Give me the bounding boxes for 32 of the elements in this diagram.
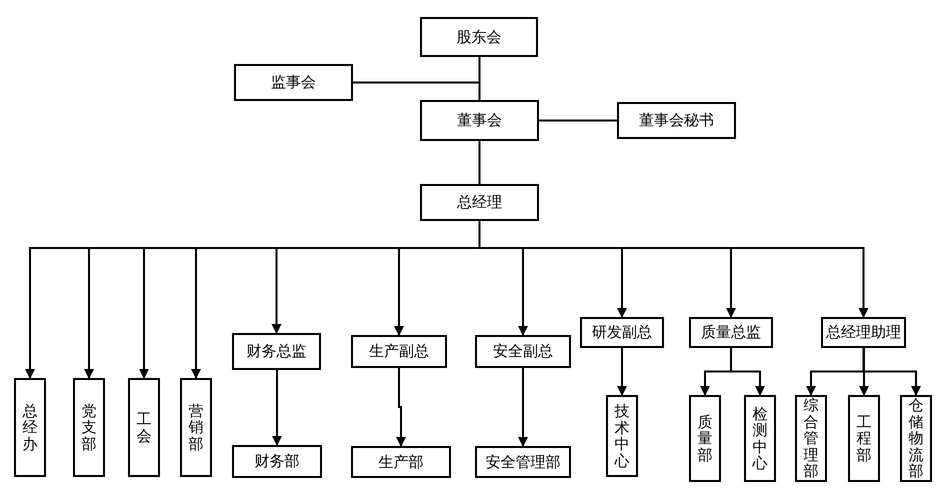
org-box: 总经办 bbox=[14, 378, 46, 477]
org-box: 生产部 bbox=[351, 446, 451, 478]
org-box: 技术中心 bbox=[606, 395, 638, 477]
arrow bbox=[859, 348, 869, 396]
org-box: 检测中心 bbox=[744, 395, 776, 482]
org-box: 工程部 bbox=[848, 395, 880, 482]
org-box: 监事会 bbox=[234, 64, 353, 101]
org-box: 安全管理部 bbox=[475, 446, 571, 478]
arrow bbox=[396, 368, 406, 447]
arrow bbox=[518, 368, 528, 447]
org-box: 总经理助理 bbox=[821, 317, 906, 348]
org-box: 财务总监 bbox=[232, 333, 321, 370]
connector-line bbox=[539, 120, 617, 122]
org-box: 质量总监 bbox=[689, 317, 773, 348]
arrow bbox=[617, 348, 627, 396]
org-box: 财务部 bbox=[232, 445, 322, 478]
org-box: 工会 bbox=[128, 378, 160, 477]
connector-line bbox=[353, 82, 480, 100]
org-box: 营销部 bbox=[180, 378, 212, 477]
arrow bbox=[272, 370, 282, 446]
org-box: 仓储物流部 bbox=[900, 395, 932, 482]
org-box: 董事会秘书 bbox=[617, 102, 736, 139]
org-box: 生产副总 bbox=[351, 335, 447, 368]
org-box: 安全副总 bbox=[475, 335, 571, 368]
org-box: 董事会 bbox=[420, 100, 539, 141]
org-box: 总经理 bbox=[420, 184, 539, 221]
org-box: 股东会 bbox=[420, 17, 538, 57]
org-box: 综合管理部 bbox=[795, 395, 827, 482]
connector-line bbox=[478, 141, 480, 184]
org-box: 党支部 bbox=[73, 378, 105, 477]
org-box: 质量部 bbox=[689, 395, 721, 482]
org-box: 研发副总 bbox=[580, 317, 664, 348]
